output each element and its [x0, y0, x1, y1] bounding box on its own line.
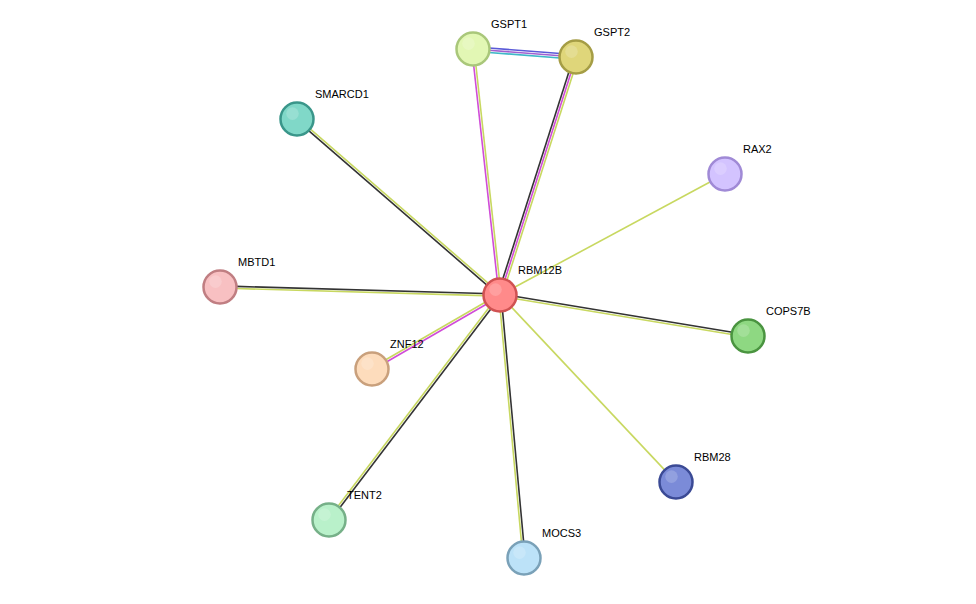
interaction-edge	[514, 182, 711, 288]
node-circle	[658, 464, 694, 500]
protein-node: MBTD1	[202, 269, 238, 305]
protein-node: RBM28	[658, 464, 694, 500]
protein-node: GSPT2	[558, 39, 594, 75]
interaction-edge	[500, 311, 523, 542]
node-label: RAX2	[743, 143, 772, 156]
node-label: MOCS3	[542, 527, 581, 540]
node-label: SMARCD1	[315, 88, 369, 101]
interaction-edge	[474, 65, 500, 279]
protein-node: SMARCD1	[279, 101, 315, 137]
protein-node: RAX2	[707, 156, 743, 192]
node-circle	[354, 351, 390, 387]
node-circle	[279, 101, 315, 137]
node-label: GSPT2	[594, 26, 630, 39]
node-circle	[455, 31, 491, 67]
node-label: RBM28	[694, 451, 731, 464]
node-circle	[311, 502, 347, 538]
node-circle	[482, 277, 518, 313]
interaction-edge	[236, 286, 484, 295]
protein-node: MOCS3	[506, 540, 542, 576]
node-label: COPS7B	[766, 305, 811, 318]
interaction-edge	[503, 72, 573, 281]
node-label: ZNF12	[390, 338, 424, 351]
protein-node: ZNF12	[354, 351, 390, 387]
node-circle	[506, 540, 542, 576]
interaction-edge	[489, 48, 560, 58]
node-circle	[558, 39, 594, 75]
node-label: RBM12B	[518, 264, 562, 277]
interaction-edge	[516, 297, 733, 335]
interaction-edge	[338, 307, 491, 508]
node-label: TENT2	[347, 489, 382, 502]
node-label: GSPT1	[491, 18, 527, 31]
node-circle	[202, 269, 238, 305]
protein-node: GSPT1	[455, 31, 491, 67]
node-circle	[730, 318, 766, 354]
node-label: MBTD1	[238, 256, 275, 269]
protein-node: TENT2	[311, 502, 347, 538]
interaction-edge	[511, 307, 665, 471]
protein-node: RBM12B	[482, 277, 518, 313]
node-circle	[707, 156, 743, 192]
protein-node: COPS7B	[730, 318, 766, 354]
interaction-edge	[308, 129, 488, 286]
